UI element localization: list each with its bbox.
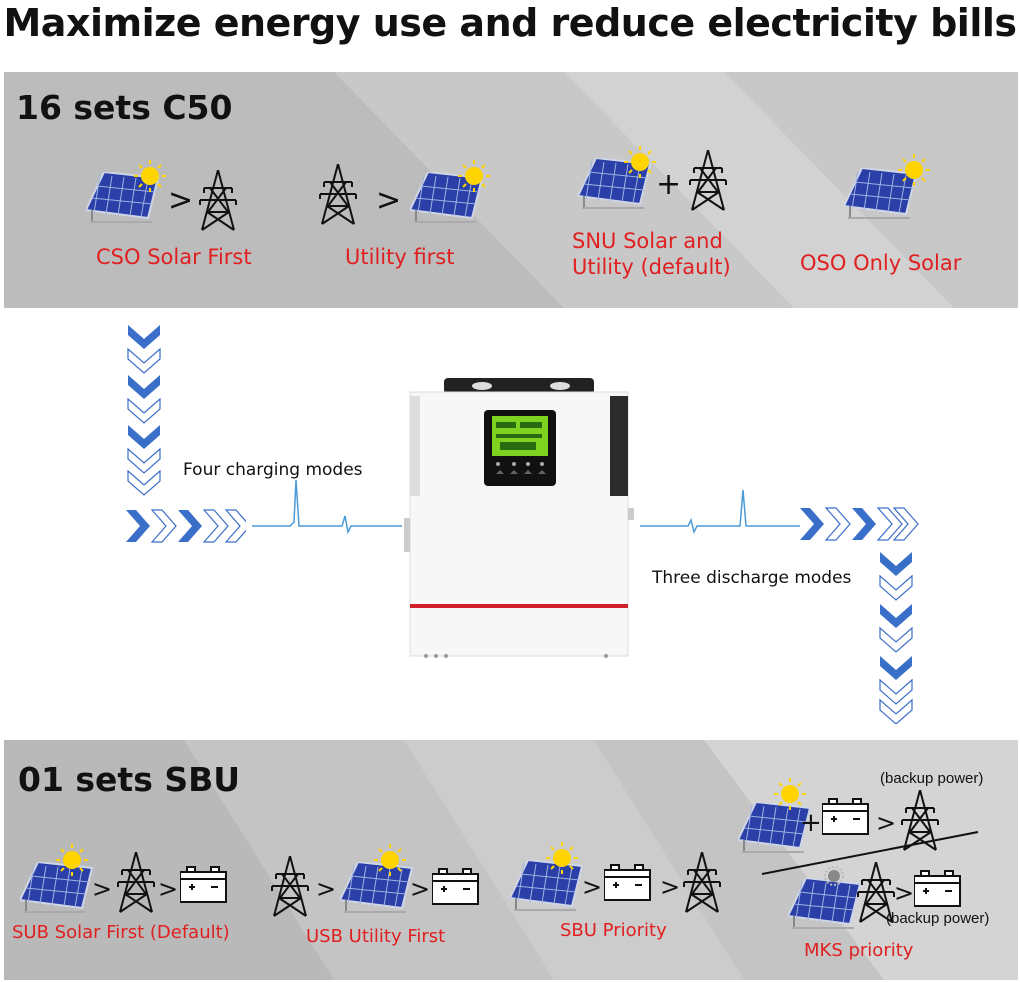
sun-icon [55, 843, 89, 877]
battery-icon [604, 864, 651, 901]
sun-icon [133, 159, 167, 193]
greater-than-icon: > [894, 879, 915, 907]
page-title: Maximize energy use and reduce electrici… [3, 1, 1017, 45]
power-tower-icon [117, 852, 155, 913]
power-tower-icon [319, 164, 357, 225]
backup-power-note-bottom: (backup power) [886, 910, 990, 927]
battery-icon [432, 868, 479, 905]
battery-icon [180, 866, 227, 903]
signal-pulse-line [640, 490, 800, 535]
mode-label-sub: SUB Solar First (Default) [12, 922, 230, 943]
mode-label-snu-line2: Utility (default) [572, 255, 731, 279]
down-chevrons-left [127, 325, 161, 496]
greater-than-icon: > [92, 875, 113, 903]
backup-power-note-top: (backup power) [880, 770, 984, 787]
mode-label-snu-line1: SNU Solar and [572, 229, 723, 253]
greater-than-icon: > [582, 873, 603, 901]
three-discharge-modes-label: Three discharge modes [652, 568, 852, 588]
right-chevrons-right [800, 507, 919, 541]
right-chevrons-left [126, 509, 246, 543]
mode-label-oso: OSO Only Solar [800, 251, 962, 275]
discharge-heading: 01 sets SBU [18, 760, 241, 799]
greater-than-icon: > [158, 875, 179, 903]
greater-than-icon: > [876, 809, 897, 837]
down-chevrons-right [879, 552, 913, 724]
mode-label-usb: USB Utility First [306, 926, 446, 947]
charging-heading: 16 sets C50 [16, 88, 233, 127]
dim-sun-icon [824, 866, 844, 886]
mode-label-sbu: SBU Priority [560, 920, 667, 941]
sun-icon [373, 843, 407, 877]
inverter-device-image [404, 378, 634, 658]
plus-icon: + [656, 167, 682, 202]
greater-than-icon: > [316, 875, 337, 903]
greater-than-icon: > [168, 183, 194, 218]
sun-icon [457, 159, 491, 193]
charging-modes-band: 16 sets C50 > CSO Solar First > Utility … [4, 72, 1018, 308]
sun-icon [897, 153, 931, 187]
mode-label-mks: MKS priority [804, 940, 914, 961]
mode-label-cso: CSO Solar First [96, 245, 252, 269]
sun-icon [545, 841, 579, 875]
power-tower-icon [199, 170, 237, 231]
greater-than-icon: > [376, 183, 402, 218]
power-tower-icon [271, 856, 309, 917]
power-tower-icon [683, 852, 721, 913]
mode-label-utility-first: Utility first [345, 245, 455, 269]
sun-icon [623, 145, 657, 179]
signal-pulse-line [252, 480, 402, 535]
discharge-modes-band: 01 sets SBU > > SUB Solar First (Default… [4, 740, 1018, 980]
battery-icon [914, 870, 961, 907]
plus-icon: + [800, 808, 822, 838]
greater-than-icon: > [410, 875, 431, 903]
power-tower-icon [689, 150, 727, 211]
four-charging-modes-label: Four charging modes [183, 460, 363, 480]
greater-than-icon: > [660, 873, 681, 901]
band-background [4, 740, 1018, 980]
divider-line [761, 831, 979, 875]
band-background [4, 72, 1018, 308]
